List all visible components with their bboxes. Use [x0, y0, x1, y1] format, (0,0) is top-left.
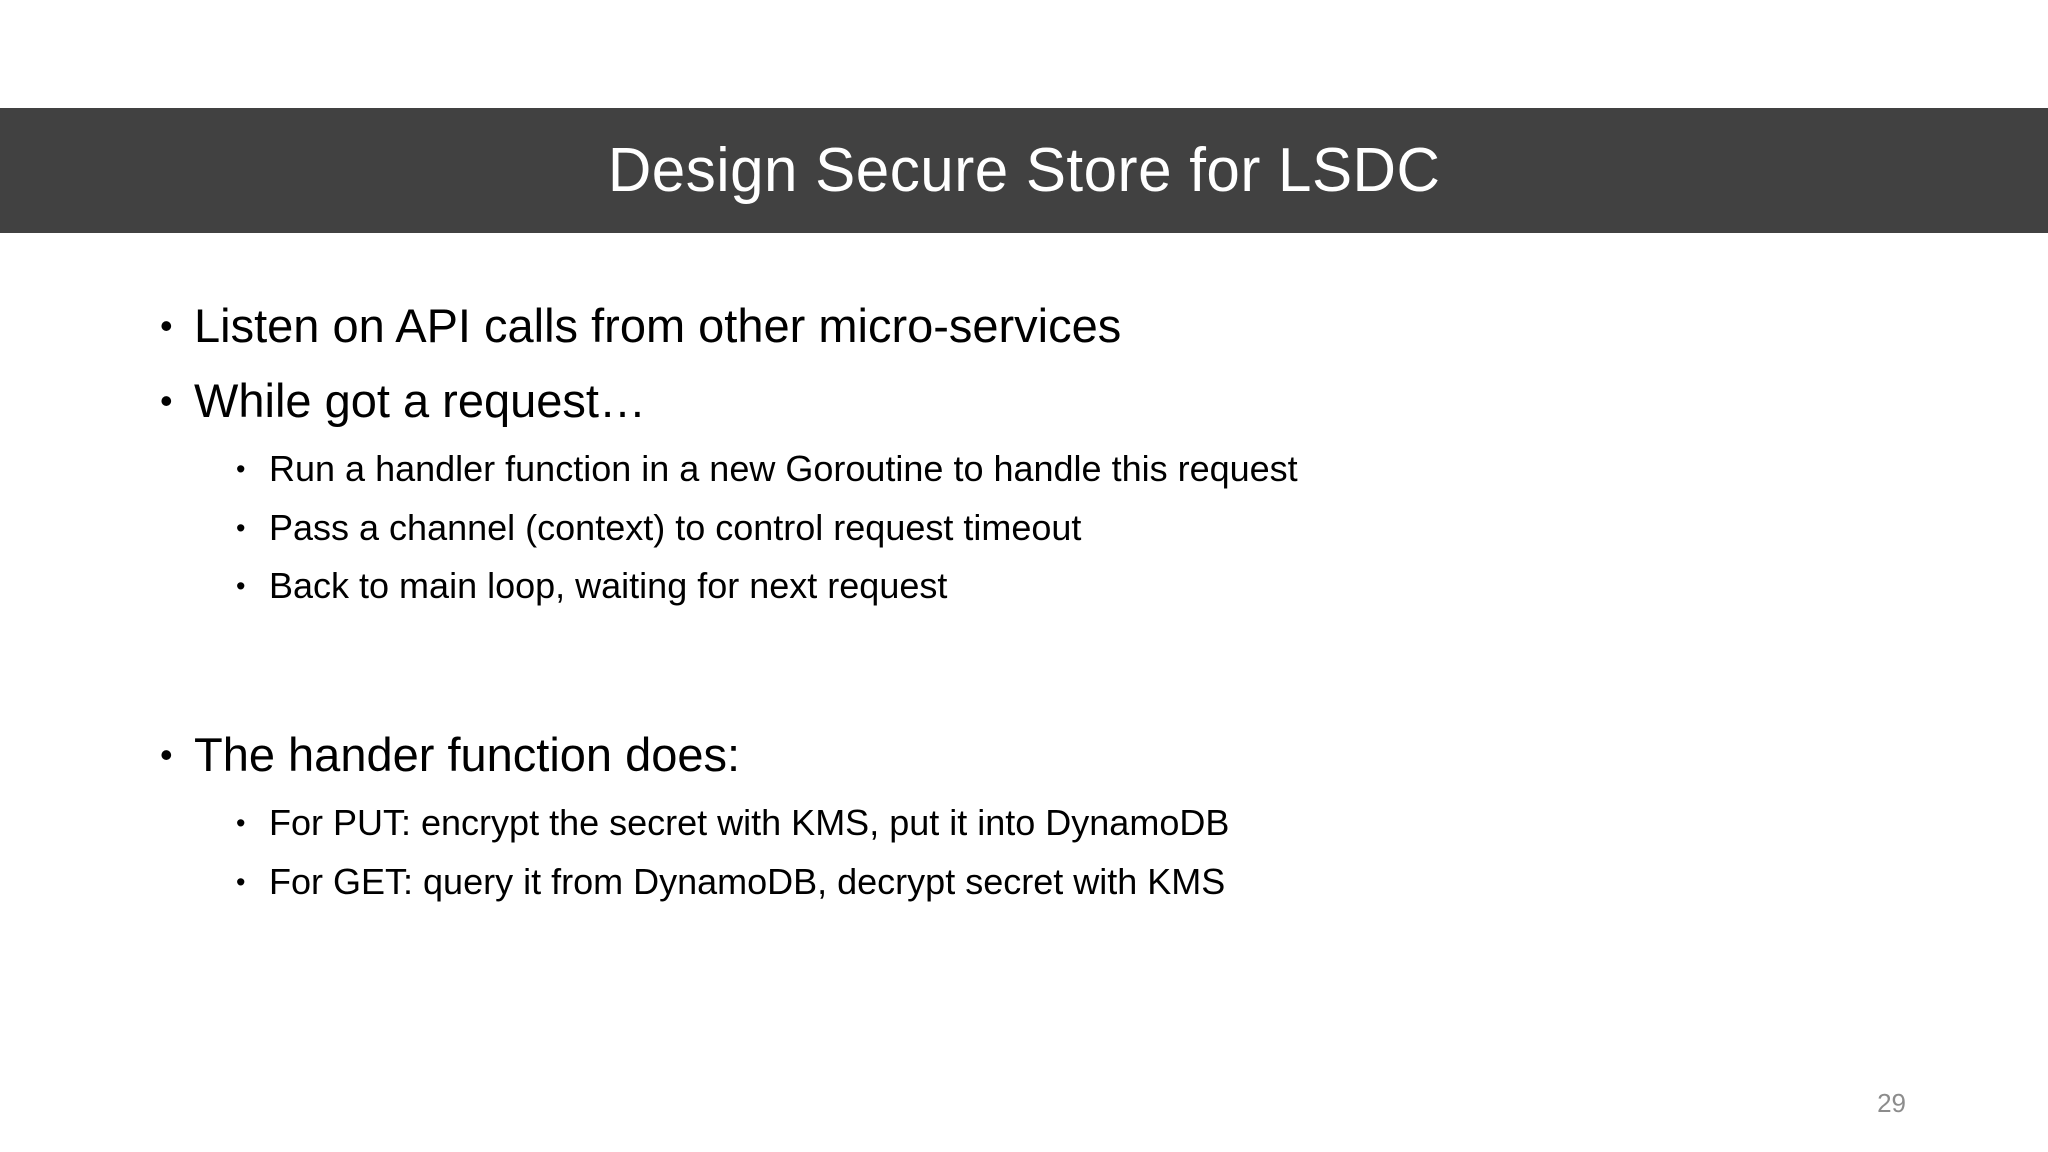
bullet-dot-icon: •	[160, 733, 173, 775]
bullet-dot-icon: •	[236, 866, 246, 897]
sub-bullet-item-main-loop: • Back to main loop, waiting for next re…	[150, 565, 1910, 607]
slide-title-bar: Design Secure Store for LSDC	[0, 108, 2048, 233]
bullet-item-while-got-request: • While got a request…	[150, 373, 1910, 428]
bullet-dot-icon: •	[236, 808, 246, 839]
sub-bullet-item-goroutine: • Run a handler function in a new Gorout…	[150, 448, 1910, 490]
bullet-text: The hander function does:	[194, 727, 741, 781]
slide-page-number: 29	[1877, 1088, 1906, 1118]
bullet-group-spacer	[150, 625, 1910, 729]
sub-bullet-item-channel-context: • Pass a channel (context) to control re…	[150, 506, 1910, 549]
bullet-item-hander-function: • The hander function does:	[150, 727, 1910, 782]
sub-bullet-list-1: • Run a handler function in a new Gorout…	[150, 448, 1910, 607]
sub-bullet-text: Run a handler function in a new Goroutin…	[269, 448, 1298, 490]
sub-bullet-list-2: • For PUT: encrypt the secret with KMS, …	[150, 803, 1910, 902]
bullet-dot-icon: •	[236, 512, 246, 543]
bullet-dot-icon: •	[160, 305, 173, 346]
sub-bullet-text: Back to main loop, waiting for next requ…	[269, 565, 948, 607]
bullet-text: While got a request…	[194, 373, 646, 427]
page-title: Design Secure Store for LSDC	[607, 135, 1441, 205]
sub-bullet-text: For PUT: encrypt the secret with KMS, pu…	[269, 802, 1230, 844]
sub-bullet-text: Pass a channel (context) to control requ…	[269, 506, 1082, 548]
bullet-group-2: • The hander function does: • For PUT: e…	[150, 727, 1910, 903]
sub-bullet-item-for-get: • For GET: query it from DynamoDB, decry…	[150, 860, 1910, 903]
bullet-dot-icon: •	[236, 571, 246, 602]
slide-body: • Listen on API calls from other micro-s…	[150, 299, 1910, 920]
bullet-dot-icon: •	[160, 379, 173, 421]
bullet-group-1: • Listen on API calls from other micro-s…	[150, 299, 1910, 607]
bullet-text: Listen on API calls from other micro-ser…	[194, 299, 1122, 352]
sub-bullet-text: For GET: query it from DynamoDB, decrypt…	[269, 860, 1226, 902]
bullet-dot-icon: •	[236, 454, 246, 485]
sub-bullet-item-for-put: • For PUT: encrypt the secret with KMS, …	[150, 803, 1910, 844]
bullet-item-listen: • Listen on API calls from other micro-s…	[150, 299, 1910, 353]
